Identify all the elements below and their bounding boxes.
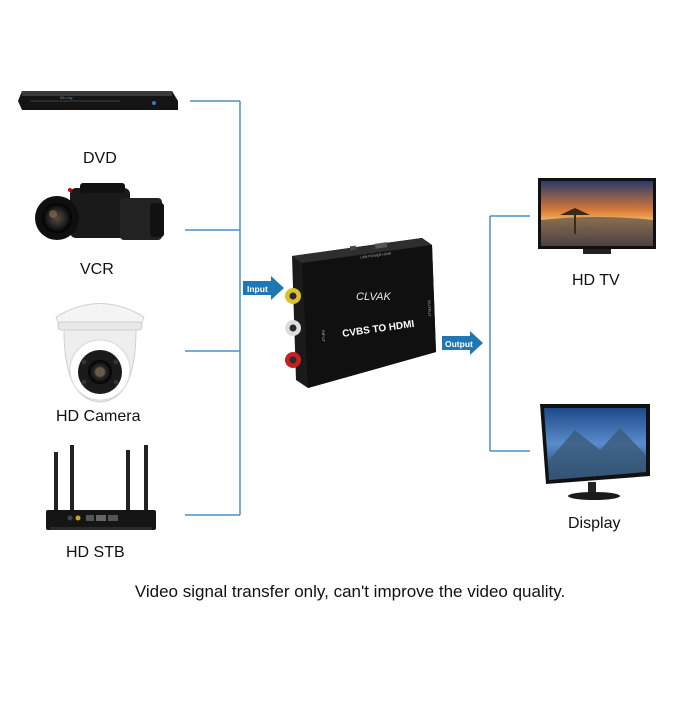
camcorder-icon [35,183,164,240]
set-top-box-icon [46,445,156,530]
svg-text:Blu-ray: Blu-ray [60,95,73,100]
source-label-hd-camera: HD Camera [56,408,140,426]
dvd-player-icon: Blu-ray [18,91,178,110]
output-label-display: Display [568,515,620,533]
dome-camera-icon [56,304,144,403]
input-arrow: Input [243,276,284,300]
converter-input-side: INPUT [321,330,326,343]
output-connector-lines [490,216,530,451]
source-label-hd-stb: HD STB [66,544,125,562]
tv-icon [538,178,656,254]
output-arrow: Output [442,331,483,355]
disclaimer-caption: Video signal transfer only, can't improv… [0,582,700,602]
input-arrow-label: Input [247,284,268,294]
output-label-hd-tv: HD TV [572,272,620,290]
converter-device: CLVAK CVBS TO HDMI INPUT OUTPUT USB POWE… [285,238,436,388]
source-label-vcr: VCR [80,261,114,279]
source-label-dvd: DVD [83,150,117,168]
monitor-icon [540,404,650,500]
converter-output-side: OUTPUT [427,300,432,317]
converter-brand: CLVAK [356,291,392,303]
input-connector-lines [185,101,240,515]
output-arrow-label: Output [445,339,473,349]
